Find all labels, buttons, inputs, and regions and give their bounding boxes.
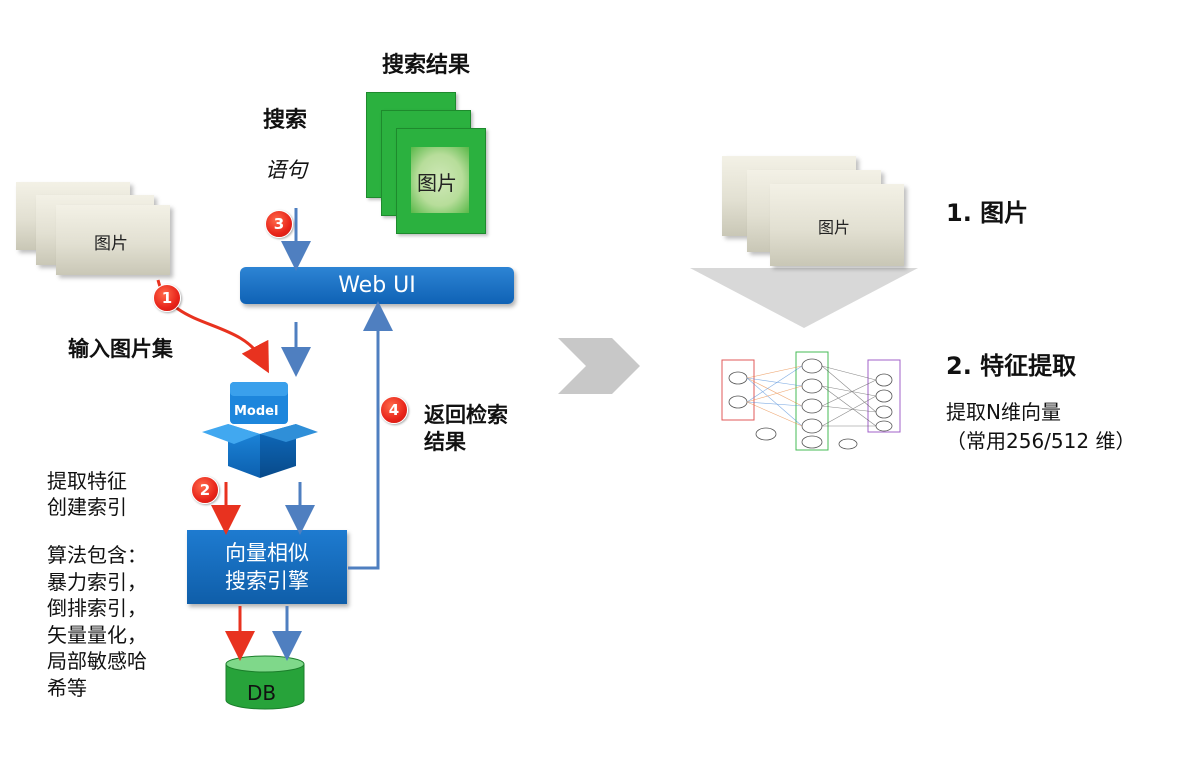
step-badge-3: 3: [265, 210, 293, 238]
engine-line: 向量相似: [225, 541, 309, 565]
results-card-inner: 图片: [411, 147, 469, 213]
extract-line: 提取特征: [47, 469, 127, 493]
return-line: 结果: [424, 430, 466, 454]
algo-line: 局部敏感哈: [47, 649, 147, 673]
input-caption: 输入图片集: [68, 337, 173, 361]
results-card-label: 图片: [417, 171, 457, 195]
extract-text: 提取特征 创建索引: [47, 468, 127, 520]
return-text: 返回检索 结果: [424, 402, 508, 456]
extract-line: 创建索引: [47, 495, 127, 519]
right-image-card-front: 图片: [770, 184, 904, 266]
input-image-label: 图片: [94, 234, 128, 254]
algo-text: 算法包含： 暴力索引， 倒排索引， 矢量量化， 局部敏感哈 希等: [47, 542, 147, 701]
engine-line: 搜索引擎: [225, 569, 309, 593]
algo-line: 矢量量化，: [47, 622, 147, 647]
search-sub: 语句: [265, 158, 307, 182]
step2-desc: 提取N维向量 （常用256/512 维）: [946, 398, 1135, 456]
algo-line: 倒排索引，: [47, 596, 147, 620]
return-line: 返回检索: [424, 403, 508, 427]
search-engine-box: 向量相似 搜索引擎: [187, 530, 347, 604]
arrow-engine-to-webui: [348, 301, 393, 570]
search-title: 搜索: [263, 108, 308, 133]
algo-line: 暴力索引，: [47, 569, 147, 594]
results-title: 搜索结果: [382, 53, 471, 78]
step2-desc-line: （常用256/512 维）: [946, 429, 1136, 453]
model-label: Model: [234, 404, 279, 419]
step-badge-2: 2: [191, 476, 219, 504]
results-card-front: 图片: [396, 128, 486, 234]
step-badge-1: 1: [153, 284, 181, 312]
webui-label: Web UI: [338, 273, 416, 298]
right-image-label: 图片: [818, 218, 851, 237]
model-box-icon: [202, 382, 318, 478]
db-label: DB: [247, 681, 277, 705]
step2-desc-line: 提取N维向量: [946, 400, 1061, 424]
algo-line: 希等: [47, 675, 87, 700]
funnel-down-icon: [690, 268, 918, 328]
algo-line: 算法包含：: [47, 543, 147, 567]
network-thumbnail: [718, 350, 906, 452]
webui-bar: Web UI: [240, 267, 514, 304]
step1-title: 1. 图片: [946, 199, 1029, 227]
chevron-right-icon: [558, 338, 640, 394]
step2-title: 2. 特征提取: [946, 352, 1077, 380]
step-badge-4: 4: [380, 396, 408, 424]
input-image-card-front: 图片: [56, 205, 170, 275]
